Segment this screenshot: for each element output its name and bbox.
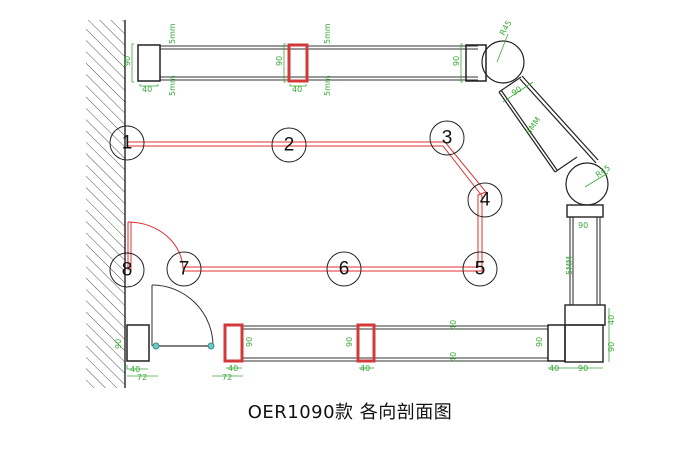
dim-40: 40 <box>292 85 302 94</box>
position-markers <box>109 120 503 288</box>
dim-72: 72 <box>137 373 147 382</box>
dim-90: 90 <box>123 56 132 66</box>
dim-glass: 5mm <box>168 75 177 96</box>
dim-90: 90 <box>245 337 254 347</box>
dim-glass: 5mm <box>168 23 177 44</box>
top-dimensions <box>131 43 463 87</box>
marker-8: 8 <box>122 260 133 281</box>
dim-40: 40 <box>607 315 616 325</box>
marker-6: 6 <box>339 259 350 280</box>
marker-3: 3 <box>442 128 453 149</box>
dim-40: 40 <box>142 85 152 94</box>
marker-1: 1 <box>122 133 133 154</box>
dim-glass-upper: 5MM <box>524 115 542 136</box>
dim-40: 40 <box>130 365 140 374</box>
dim-90: 90 <box>578 364 588 373</box>
dim-glass: 5mm <box>323 75 332 96</box>
diagram-title: OER1090款 各向剖面图 <box>247 402 453 423</box>
dim-40: 40 <box>360 364 370 373</box>
dim-glass-upper: 5MM <box>565 256 574 275</box>
bottom-dimensions <box>126 365 603 377</box>
marker-2: 2 <box>284 135 295 156</box>
top-glass-run <box>137 43 487 83</box>
dim-90: 90 <box>275 56 284 66</box>
bottom-glass-run <box>126 323 566 363</box>
dim-radius: R45 <box>498 19 514 37</box>
diagonal-dimensions <box>496 33 609 188</box>
dim-72: 72 <box>222 373 232 382</box>
diagonal-glass-run <box>481 40 609 206</box>
wall <box>86 20 126 388</box>
marker-5: 5 <box>475 259 486 280</box>
dim-90: 90 <box>578 221 588 230</box>
marker-4: 4 <box>480 190 491 211</box>
dim-40: 40 <box>449 352 458 362</box>
dim-90: 90 <box>345 337 354 347</box>
dim-40: 40 <box>449 320 458 330</box>
dim-90: 90 <box>114 339 123 349</box>
dim-90: 90 <box>452 56 461 66</box>
marker-7: 7 <box>179 259 190 280</box>
right-glass-run <box>564 204 606 363</box>
track-path <box>127 141 487 272</box>
dim-40: 40 <box>228 364 238 373</box>
dim-90: 90 <box>607 342 616 352</box>
dim-90: 90 <box>535 337 544 347</box>
door <box>151 284 215 350</box>
dim-glass: 5mm <box>323 23 332 44</box>
dim-40: 40 <box>549 364 559 373</box>
